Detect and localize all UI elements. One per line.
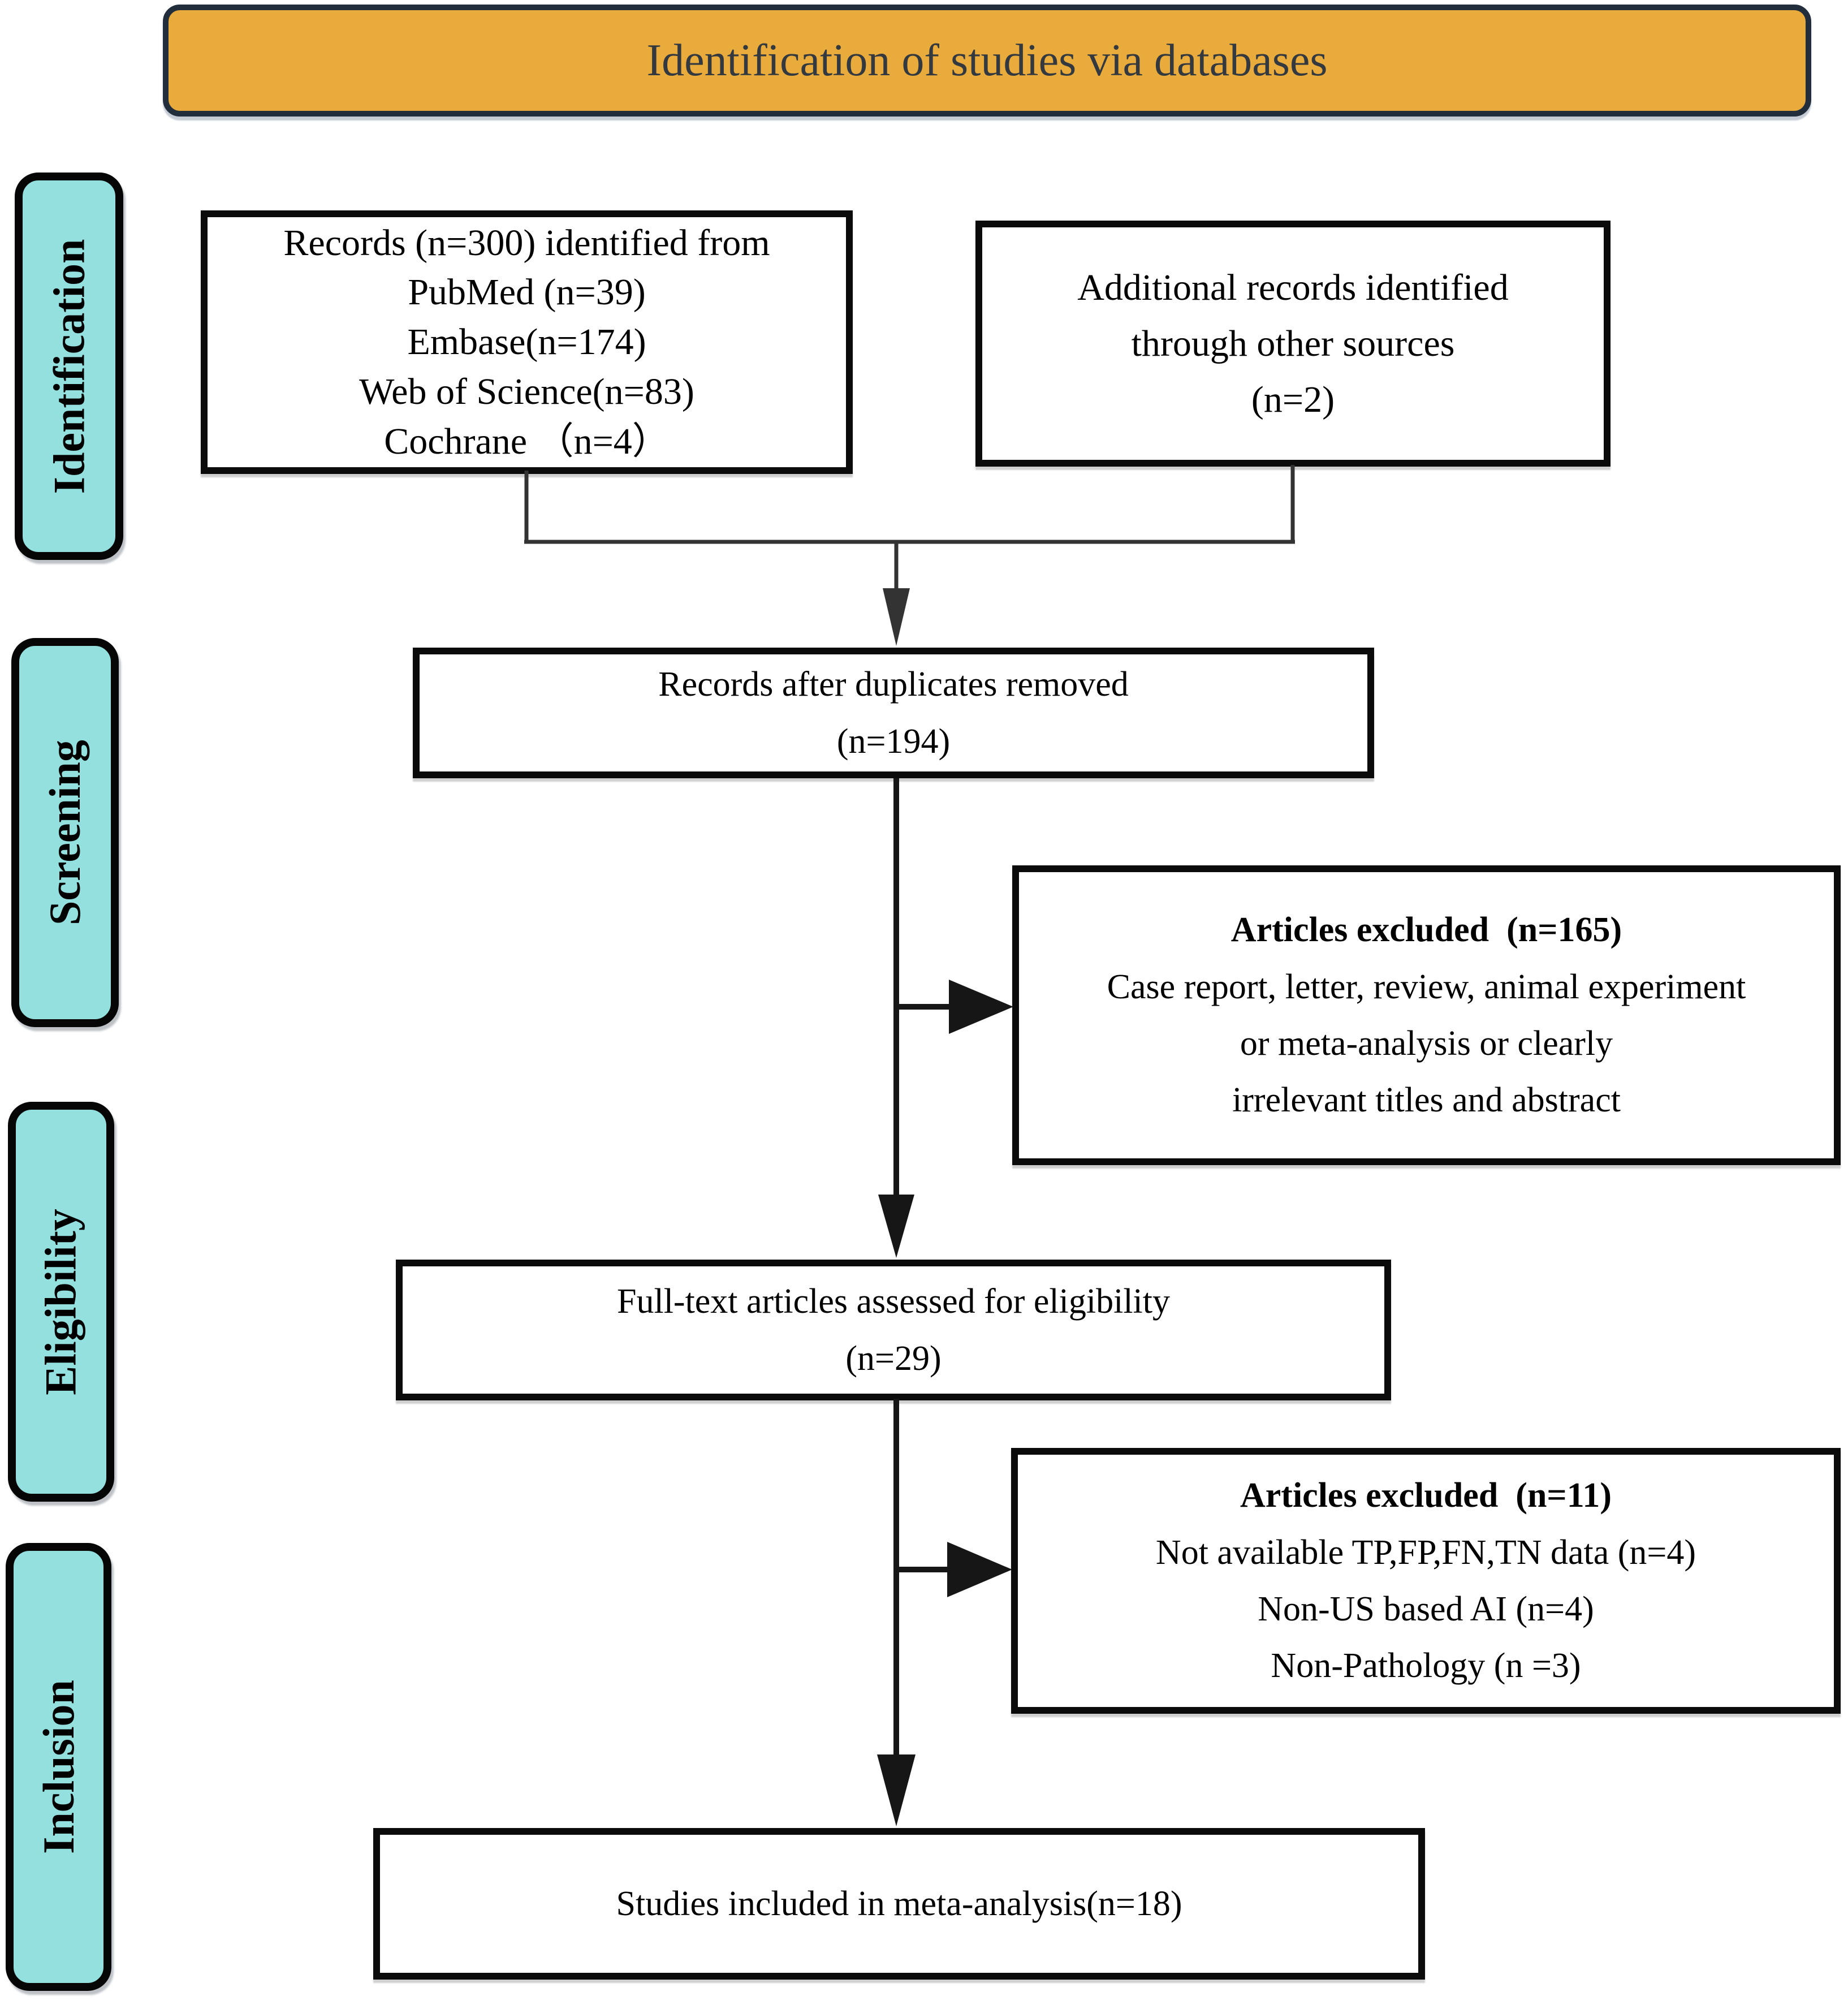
stage-label-inclusion: Inclusion: [6, 1543, 111, 1991]
box-line: Records after duplicates removed: [658, 665, 1129, 704]
box-line: Cochrane （n=4）: [384, 420, 670, 462]
arrowhead-into-excluded-screening: [949, 980, 1013, 1034]
box-line: Case report, letter, review, animal expe…: [1107, 967, 1746, 1006]
box-line: PubMed (n=39): [408, 271, 646, 313]
box-line: Records (n=300) identified from: [283, 222, 770, 264]
page-title: Identification of studies via databases: [646, 35, 1328, 85]
box-additional-records: Additional records identified through ot…: [975, 221, 1610, 467]
stage-label-text: Inclusion: [33, 1680, 83, 1854]
box-line: (n=194): [836, 722, 951, 761]
stage-label-text: Identification: [44, 239, 94, 494]
box-line: through other sources: [1131, 323, 1455, 364]
box-studies-included: Studies included in meta-analysis(n=18): [373, 1828, 1425, 1980]
box-line: Studies included in meta-analysis(n=18): [616, 1884, 1182, 1923]
stage-label-screening: Screening: [11, 638, 119, 1027]
box-line: Additional records identified: [1077, 267, 1509, 308]
box-line: Full-text articles assessed for eligibil…: [616, 1282, 1170, 1321]
title-banner: Identification of studies via databases: [163, 5, 1811, 117]
stage-label-text: Eligibility: [36, 1208, 85, 1395]
arrowhead-into-fulltext: [878, 1195, 914, 1258]
box-heading: Articles excluded (n=11): [1240, 1476, 1612, 1515]
arrowhead-into-excluded-eligibility: [947, 1542, 1012, 1597]
box-heading: Articles excluded (n=165): [1230, 911, 1622, 950]
box-line: Non-Pathology (n =3): [1271, 1646, 1581, 1685]
box-fulltext-assessed: Full-text articles assessed for eligibil…: [396, 1260, 1391, 1400]
stage-label-text: Screening: [40, 740, 90, 925]
arrowhead-into-duplicates: [883, 588, 910, 646]
box-records-identified: Records (n=300) identified from PubMed (…: [201, 210, 853, 474]
arrowhead-into-included: [877, 1754, 916, 1826]
stage-label-eligibility: Eligibility: [8, 1102, 114, 1502]
box-line: (n=2): [1251, 379, 1335, 420]
box-articles-excluded-eligibility: Articles excluded (n=11) Not available T…: [1011, 1448, 1841, 1714]
box-records-after-duplicates: Records after duplicates removed (n=194): [413, 648, 1374, 778]
box-line: Embase(n=174): [407, 321, 646, 363]
box-articles-excluded-screening: Articles excluded (n=165) Case report, l…: [1012, 865, 1841, 1165]
box-line: Not available TP,FP,FN,TN data (n=4): [1155, 1533, 1696, 1572]
box-line: or meta-analysis or clearly: [1240, 1024, 1613, 1063]
box-line: Non-US based AI (n=4): [1258, 1590, 1594, 1628]
box-line: Web of Science(n=83): [359, 370, 694, 412]
box-line: (n=29): [845, 1339, 942, 1378]
box-line: irrelevant titles and abstract: [1232, 1081, 1621, 1120]
stage-label-identification: Identification: [15, 173, 123, 560]
